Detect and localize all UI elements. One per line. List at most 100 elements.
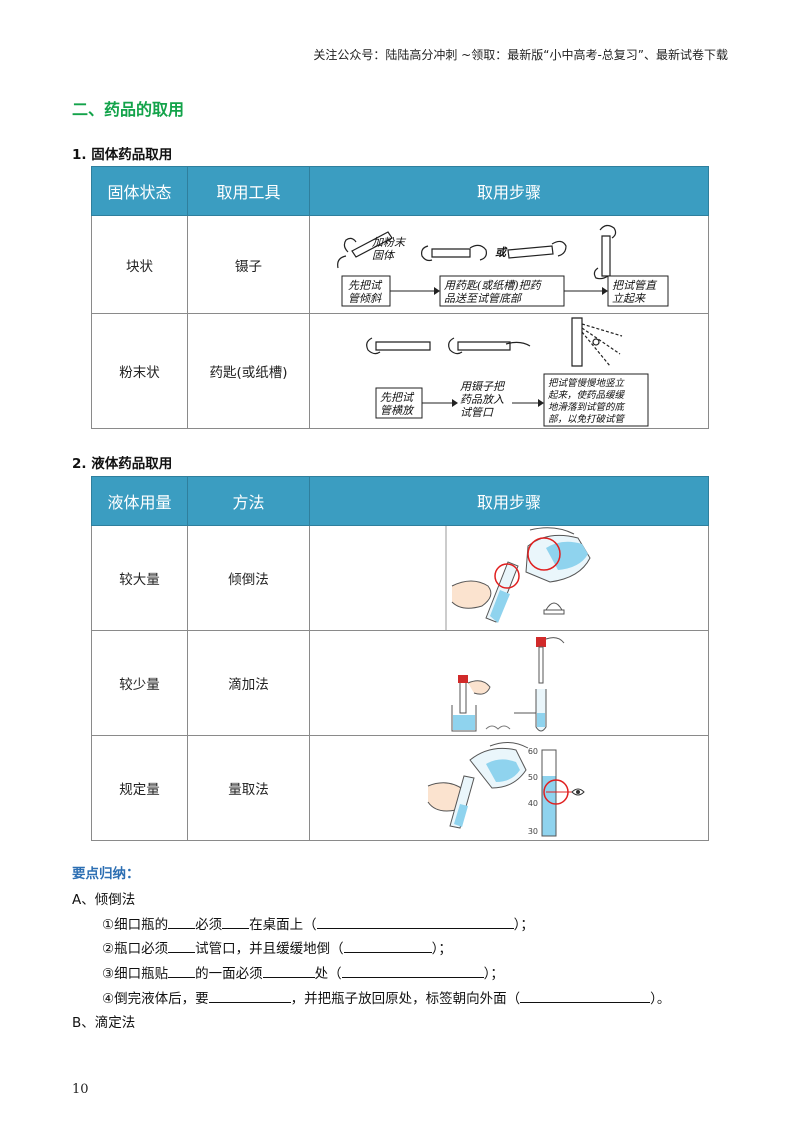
stand [485,725,511,730]
dropping-svg [451,637,565,732]
line2-text-1: ②瓶口必须 [102,941,169,957]
line4-text-1: ④倒完液体后，要 [102,991,209,1007]
arrow-2-head [602,287,608,295]
powder-step3-line2: 起来，使药品缓缓 [548,390,626,401]
fill-blank[interactable] [168,916,196,929]
beaker [451,705,477,732]
col-header-steps: 取用步骤 [309,476,709,526]
table-row: 块状 镊子 加粉末 固体 或 [91,215,709,314]
fill-blank[interactable] [208,990,291,1003]
scale-label: 40 [528,799,538,808]
fill-blank[interactable] [520,990,651,1003]
step-box-3 [543,373,649,427]
table-row: 规定量 量取法 60 50 40 [91,735,709,841]
table-row: 粉末状 药匙(或纸槽) 先把试 管 [91,313,709,429]
highlight-circle [494,563,520,589]
col-header-amount: 液体用量 [91,476,188,526]
lump-step1-line1: 先把试 [348,279,383,292]
key-points-title: 要点归纳： [72,866,140,882]
powder-step3-line3: 地滑落到试管的底 [548,401,626,413]
powder-step2-line2: 药品放入 [460,393,504,406]
line3-text-1: ③细口瓶贴 [102,966,169,982]
line4-text-2: ，并把瓶子放回原处，标签朝向外面（ [290,991,521,1007]
fill-blank[interactable] [316,916,514,929]
arrow-1-head [452,399,458,407]
section-a-title: A、倾倒法 [72,892,136,908]
line1-text-2: 必须 [195,917,223,933]
table-row: 较少量 滴加法 [91,630,709,736]
solid-table: 固体状态 取用工具 取用步骤 块状 镊子 加粉末 固体 或 [91,166,709,429]
key-line-3: ③细口瓶贴的一面必须处（）； [102,962,504,982]
eye-icon [571,788,585,796]
liquid-heading: 2. 液体药品取用 [72,456,173,472]
vertical-tube-drawing [593,224,617,280]
fill-blank[interactable] [168,940,196,953]
step-box-3 [607,275,669,307]
page-number: 10 [72,1082,89,1097]
lump-step2-line2: 品送至试管底部 [444,292,523,305]
steps-illustration-lump: 加粉末 固体 或 先把试 [309,215,709,314]
header-note: 关注公众号：陆陆高分冲刺 ~领取：最新版“小中高考-总复习”、最新试卷下载 [313,48,728,62]
powder-step1-line1: 先把试 [380,391,415,404]
liquid-table: 液体用量 方法 取用步骤 较大量 倾倒法 [91,476,709,841]
col-header-tool: 取用工具 [187,166,310,216]
measuring-cylinder-scale: 60 50 40 30 [528,747,557,837]
liquid-header-row: 液体用量 方法 取用步骤 [91,476,709,526]
hand-left [451,580,492,609]
scale-label: 60 [528,747,538,756]
scale-label: 30 [528,827,538,836]
amount-cell: 较少量 [91,630,188,736]
line3-text-3: 处（ [314,966,342,982]
dropping-illustration [309,630,709,736]
steps-illustration-powder: 先把试 管横放 用镊子把 药品放入 试管口 把试管慢慢地竖立 起来，使药品缓缓 … [309,313,709,429]
step-box-1 [341,275,391,307]
dropper-1 [458,675,468,714]
hand [467,680,491,695]
tilted-test-tube [485,561,519,623]
key-line-4: ④倒完液体后，要 ，并把瓶子放回原处，标签朝向外面（ ）。 [102,987,670,1007]
line4-text-3: ）。 [650,991,671,1007]
fill-blank[interactable] [341,965,484,978]
col-header-state: 固体状态 [91,166,188,216]
fill-blank[interactable] [168,965,196,978]
highlight-circle [527,537,561,571]
fill-blank[interactable] [262,965,315,978]
fill-blank[interactable] [222,916,250,929]
line1-text-1: ①细口瓶的 [102,917,169,933]
lump-top-label-2: 固体 [372,249,396,262]
line1-text-4: ）； [513,917,534,933]
step-box-2 [439,275,565,307]
tilting-tube-drawing [571,317,623,367]
step-box-1 [375,387,423,419]
graduated-cylinder [449,775,475,829]
lump-step1-line2: 管倾斜 [348,292,382,305]
powder-step3-line1: 把试管慢慢地竖立 [548,377,626,389]
col-header-method: 方法 [187,476,310,526]
line2-text-2: 试管口，并且缓缓地倒（ [195,941,344,957]
bottle-stopper [543,602,565,615]
amount-cell: 规定量 [91,735,188,841]
measuring-svg: 60 50 40 30 [427,742,585,837]
solid-header-row: 固体状态 取用工具 取用步骤 [91,166,709,216]
method-cell: 倾倒法 [187,525,310,631]
fill-blank[interactable] [343,940,432,953]
scale-label: 50 [528,773,538,782]
powder-step1-line2: 管横放 [380,404,415,417]
horizontal-tube-drawing-4 [448,337,531,355]
state-cell: 粉末状 [91,313,188,429]
powder-steps-svg: 先把试 管横放 用镊子把 药品放入 试管口 把试管慢慢地竖立 起来，使药品缓缓 … [366,317,649,427]
lump-step2-line1: 用药匙(或纸槽)把药 [444,279,543,292]
powder-step2-line1: 用镊子把 [460,380,506,393]
powder-step3-line4: 部，以免打破试管 [548,413,626,425]
or-label: 或 [495,246,508,259]
amount-cell: 较大量 [91,525,188,631]
tool-cell: 镊子 [187,215,310,314]
pouring-svg [445,526,591,630]
section-b-title: B、滴定法 [72,1015,136,1031]
test-tube [535,689,547,732]
arrow-2-head [538,399,544,407]
col-header-steps: 取用步骤 [309,166,709,216]
horizontal-tube-drawing-3 [366,337,431,355]
section-title: 二、药品的取用 [72,100,185,119]
table-row: 较大量 倾倒法 [91,525,709,631]
